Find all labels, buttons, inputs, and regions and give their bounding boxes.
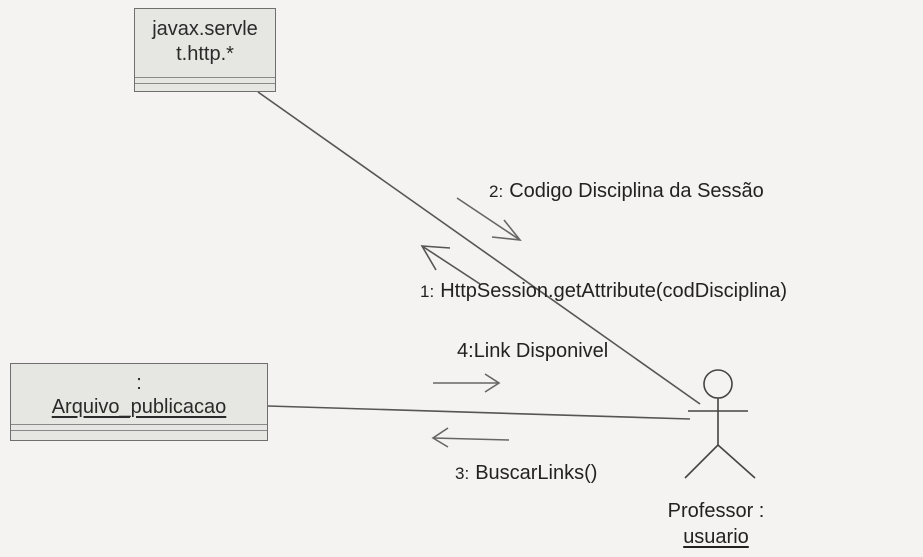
- object-servlet-separator: [135, 83, 275, 84]
- message-2-number: 2:: [489, 182, 504, 201]
- link-arquivo-actor: [267, 405, 691, 420]
- object-arquivo-separator: [11, 424, 267, 425]
- object-arquivo-separator: [11, 430, 267, 431]
- object-servlet-name-line2: t.http.*: [176, 43, 234, 65]
- message-2-arrow: [456, 197, 522, 242]
- link-servlet-actor: [257, 91, 701, 405]
- message-1-arrow: [420, 245, 481, 285]
- message-2-label: 2: Codigo Disciplina da Sessão: [489, 180, 764, 203]
- object-servlet-name-line1: javax.servle: [152, 18, 258, 40]
- object-arquivo-colon: :: [136, 372, 142, 394]
- actor-figure: [684, 369, 756, 479]
- message-1-number: 1:: [420, 282, 435, 301]
- message-3-text: BuscarLinks(): [475, 462, 598, 484]
- message-4-label: 4:Link Disponivel: [457, 340, 608, 363]
- message-3-label: 3: BuscarLinks(): [455, 462, 597, 485]
- message-4-text: Link Disponivel: [473, 340, 609, 362]
- object-servlet: javax.servle t.http.*: [134, 8, 276, 92]
- object-servlet-separator: [135, 77, 275, 78]
- object-arquivo-name: Arquivo_publicacao: [51, 396, 227, 418]
- message-3-number: 3:: [455, 464, 470, 483]
- actor-name-line1: Professor :: [667, 500, 765, 522]
- message-4-number: 4:: [457, 340, 474, 362]
- message-2-text: Codigo Disciplina da Sessão: [509, 180, 764, 202]
- message-3-arrow: [431, 427, 510, 448]
- object-arquivo: : Arquivo_publicacao: [10, 363, 268, 441]
- message-4-arrow: [433, 373, 501, 393]
- message-1-label: 1: HttpSession.getAttribute(codDisciplina…: [420, 280, 787, 303]
- message-1-text: HttpSession.getAttribute(codDisciplina): [440, 280, 788, 302]
- actor-name-line2: usuario: [683, 526, 749, 548]
